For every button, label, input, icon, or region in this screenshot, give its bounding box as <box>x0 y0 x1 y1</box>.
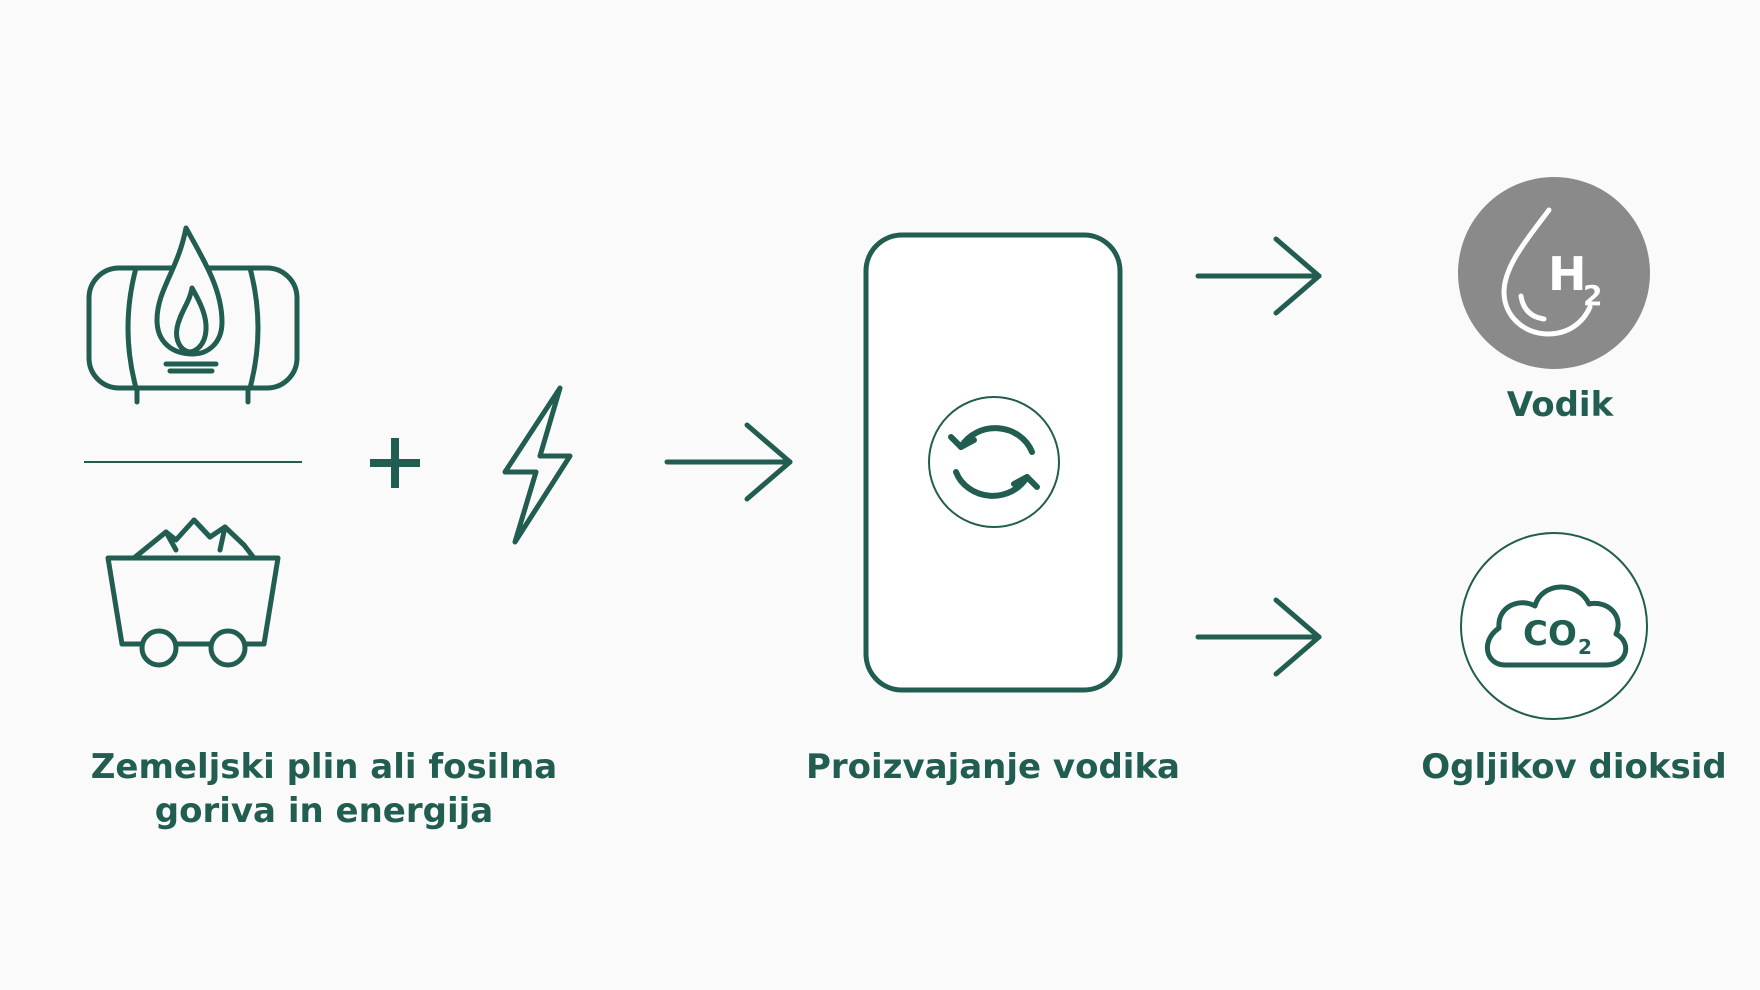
inputs-label-line2: goriva in energija <box>154 791 494 831</box>
inputs-label-line1: Zemeljski plin ali fosilna <box>90 747 558 787</box>
h2-text: H <box>1548 247 1587 301</box>
arrow-right-icon <box>1195 597 1322 677</box>
inputs-label: Zemeljski plin ali fosilna goriva in ene… <box>64 745 584 833</box>
refresh-cycle-icon <box>928 396 1060 528</box>
lightning-bolt-icon <box>502 385 573 545</box>
gas-tank-flame-icon <box>86 225 300 405</box>
hydrogen-production-box <box>863 232 1123 693</box>
co2-cloud-icon: CO 2 <box>1460 532 1648 720</box>
coal-cart-icon <box>105 517 281 668</box>
h2-subscript-text: 2 <box>1583 279 1602 312</box>
hydrogen-drop-icon: H 2 <box>1458 177 1650 369</box>
co2-text: CO <box>1523 614 1577 654</box>
hydrogen-label: Vodik <box>1506 385 1614 425</box>
plus-icon <box>370 438 420 488</box>
arrow-right-icon <box>1195 236 1322 316</box>
co2-subscript-text: 2 <box>1578 635 1592 659</box>
arrow-right-icon <box>664 422 793 502</box>
production-label: Proizvajanje vodika <box>805 747 1181 787</box>
co2-label: Ogljikov dioksid <box>1421 747 1727 787</box>
